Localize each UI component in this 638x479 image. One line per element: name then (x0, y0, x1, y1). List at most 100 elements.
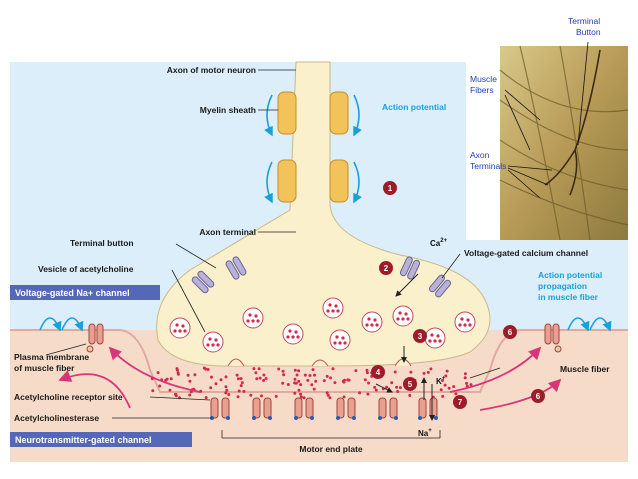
myelin-segment-left-lower (277, 159, 297, 203)
acetylcholine-dot (209, 386, 213, 390)
acetylcholine-dot (299, 392, 303, 396)
acetylcholine-dot (286, 383, 290, 386)
vesicle (282, 323, 304, 345)
acetylcholine-dot (239, 384, 243, 388)
neurotransmitter-gated-channel-box: Neurotransmitter-gated channel (10, 432, 192, 447)
acetylcholine-dot (443, 383, 447, 387)
acetylcholine-dot (260, 394, 263, 398)
acetylcholine-molecules (150, 366, 473, 400)
acetylcholine-dot (393, 370, 397, 374)
acetylcholine-dot (329, 376, 332, 380)
acetylcholine-dot (312, 387, 316, 391)
acetylcholine-dot (429, 367, 433, 371)
acetylcholine-dot (281, 381, 285, 385)
step-3-marker: 3 (413, 329, 427, 343)
myelin-segment-right-lower (329, 159, 349, 203)
propagation-arrows (58, 346, 562, 411)
acetylcholine-dot (239, 377, 243, 381)
acetylcholine-dot (342, 395, 346, 399)
photo-muscle-fibers-label-2: Fibers (470, 85, 494, 95)
acetylcholine-dot (255, 377, 259, 381)
acetylcholine-dot (311, 368, 315, 372)
acetylcholine-dot (224, 385, 228, 389)
acetylcholine-dot (358, 391, 362, 395)
acetylcholine-dot (333, 381, 337, 385)
acetylcholine-dot (175, 368, 179, 372)
svg-text:6: 6 (508, 328, 513, 337)
svg-text:5: 5 (408, 380, 413, 389)
step-markers: 1 2 3 4 5 6 6 7 (371, 181, 545, 409)
voltage-gated-na-channels (86, 323, 562, 353)
acetylcholine-dot (262, 373, 266, 377)
acetylcholine-dot (326, 393, 330, 397)
acetylcholine-dot (314, 379, 318, 383)
acetylcholinesterase-label: Acetylcholinesterase (14, 413, 99, 423)
acetylcholine-dot (186, 373, 190, 377)
muscle-fiber-label: Muscle fiber (560, 364, 610, 374)
acetylcholine-dot (325, 391, 329, 395)
acetylcholine-dot (444, 374, 448, 378)
acetylcholine-dot (303, 373, 307, 377)
acetylcholine-dot (373, 385, 377, 389)
acetylcholine-dot (463, 372, 467, 376)
sodium-ion-label: Na+ (418, 428, 432, 438)
acetylcholine-dot (293, 391, 297, 395)
svg-text:4: 4 (376, 368, 381, 377)
action-potential-label: Action potential (382, 102, 446, 112)
label-leader-lines (45, 69, 501, 439)
acetylcholine-dot (374, 388, 378, 392)
svg-text:3: 3 (418, 332, 423, 341)
acetylcholine-dot (293, 377, 297, 381)
acetylcholine-dot (174, 392, 177, 396)
acetylcholine-dot (463, 376, 467, 380)
acetylcholine-dot (390, 381, 394, 385)
svg-text:6: 6 (536, 392, 541, 401)
acetylcholine-vesicles (169, 297, 476, 353)
acetylcholine-dot (204, 396, 208, 400)
acetylcholine-dot (224, 391, 228, 395)
acetylcholine-dot (236, 395, 240, 399)
calcium-ion-label: Ca2+ (430, 238, 448, 248)
acetylcholine-dot (151, 389, 155, 393)
step-6-marker-lower: 6 (531, 389, 545, 403)
acetylcholine-dot (395, 385, 399, 389)
acetylcholine-dot (249, 393, 253, 397)
acetylcholine-dot (225, 388, 229, 392)
acetylcholine-dot (445, 369, 449, 373)
vesicle (424, 327, 446, 349)
axon-terminal-label: Axon terminal (199, 227, 256, 237)
step-2-marker: 2 (379, 261, 393, 275)
acetylcholine-dot (193, 373, 197, 377)
acetylcholine-dot (302, 396, 306, 400)
acetylcholine-dot (322, 379, 326, 383)
terminal-button-label: Terminal button (70, 238, 134, 248)
acetylcholine-dot (306, 378, 310, 382)
acetylcholine-dot (242, 389, 246, 393)
svg-text:2: 2 (384, 264, 389, 273)
myelin-segment-right-upper (329, 91, 349, 135)
muscle-action-potential-loops (39, 317, 612, 332)
acetylcholine-dot (262, 379, 266, 382)
vesicle (329, 329, 351, 351)
acetylcholine-dot (297, 379, 301, 383)
acetylcholine-dot (188, 393, 192, 397)
axon-terminal-shape (156, 61, 491, 367)
acetylcholine-dot (281, 369, 285, 373)
photo-terminal-button-label: Terminal (568, 16, 600, 26)
acetylcholine-dot (227, 393, 231, 396)
acetylcholine-dot (158, 384, 162, 388)
voltage-gated-calcium-channel-label: Voltage-gated calcium channel (464, 248, 588, 258)
acetylcholine-dot (313, 373, 316, 377)
acetylcholine-dot (264, 377, 268, 380)
acetylcholine-dot (277, 367, 281, 371)
acetylcholine-dot (240, 381, 244, 385)
vesicle (322, 297, 344, 319)
acetylcholine-dot (210, 375, 213, 379)
ap-propagation-label-1: Action potential (538, 270, 602, 280)
acetylcholine-dot (297, 369, 301, 373)
vesicle-of-acetylcholine-label: Vesicle of acetylcholine (38, 264, 134, 274)
acetylcholine-dot (396, 390, 400, 393)
acetylcholine-dot (252, 367, 256, 371)
potassium-ion-label: K+ (436, 376, 446, 386)
process-arrows (375, 273, 435, 421)
